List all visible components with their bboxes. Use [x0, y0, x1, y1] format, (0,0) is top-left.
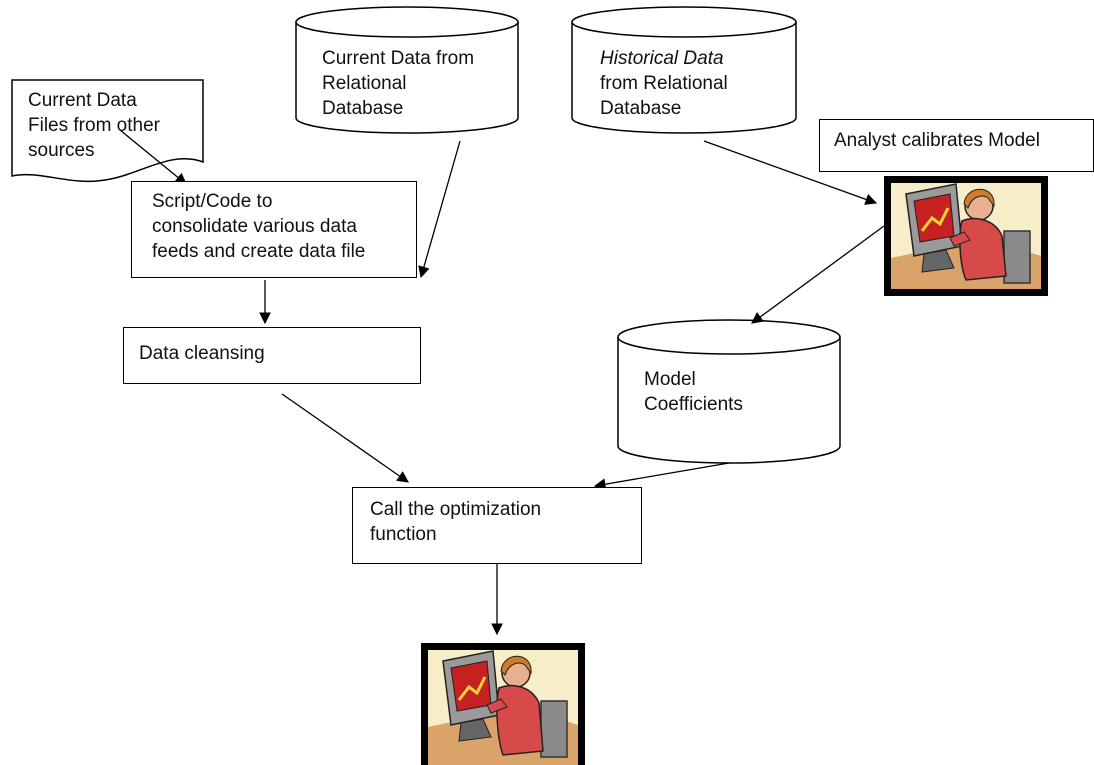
current-data-database-label: Current Data from Relational Database: [322, 48, 475, 119]
arrow-analyst-to-coefficients: [751, 225, 885, 324]
arrow-files-to-script: [119, 129, 187, 185]
arrow-cleansing-to-optimization: [281, 393, 409, 483]
arrow-historical-db-to-analyst: [703, 140, 878, 205]
user-computer-icon: [421, 643, 585, 765]
current-data-files-document: [11, 79, 204, 183]
arrow-current-db-to-script: [418, 140, 461, 279]
data-cleansing-label: Data cleansing: [139, 343, 265, 364]
script-box-label: Script/Code to consolidate various data …: [152, 191, 366, 262]
current-data-database: [295, 6, 519, 134]
analyst-computer-icon: [884, 176, 1048, 296]
optimization-box: [352, 487, 642, 564]
current-data-files-label: Current Data Files from other sources: [28, 90, 160, 161]
historical-data-database: [571, 6, 797, 134]
model-coefficients-database: [617, 319, 841, 464]
analyst-box-label: Analyst calibrates Model: [834, 130, 1040, 151]
model-coefficients-label: Model Coefficients: [644, 369, 743, 415]
script-box: [131, 181, 417, 278]
historical-data-database-label: Historical Data from Relational Database: [600, 48, 728, 119]
arrow-coefficients-to-optimization: [593, 462, 730, 490]
data-cleansing-box: [123, 327, 421, 384]
optimization-box-label: Call the optimization function: [370, 499, 542, 545]
analyst-box: [819, 119, 1094, 172]
